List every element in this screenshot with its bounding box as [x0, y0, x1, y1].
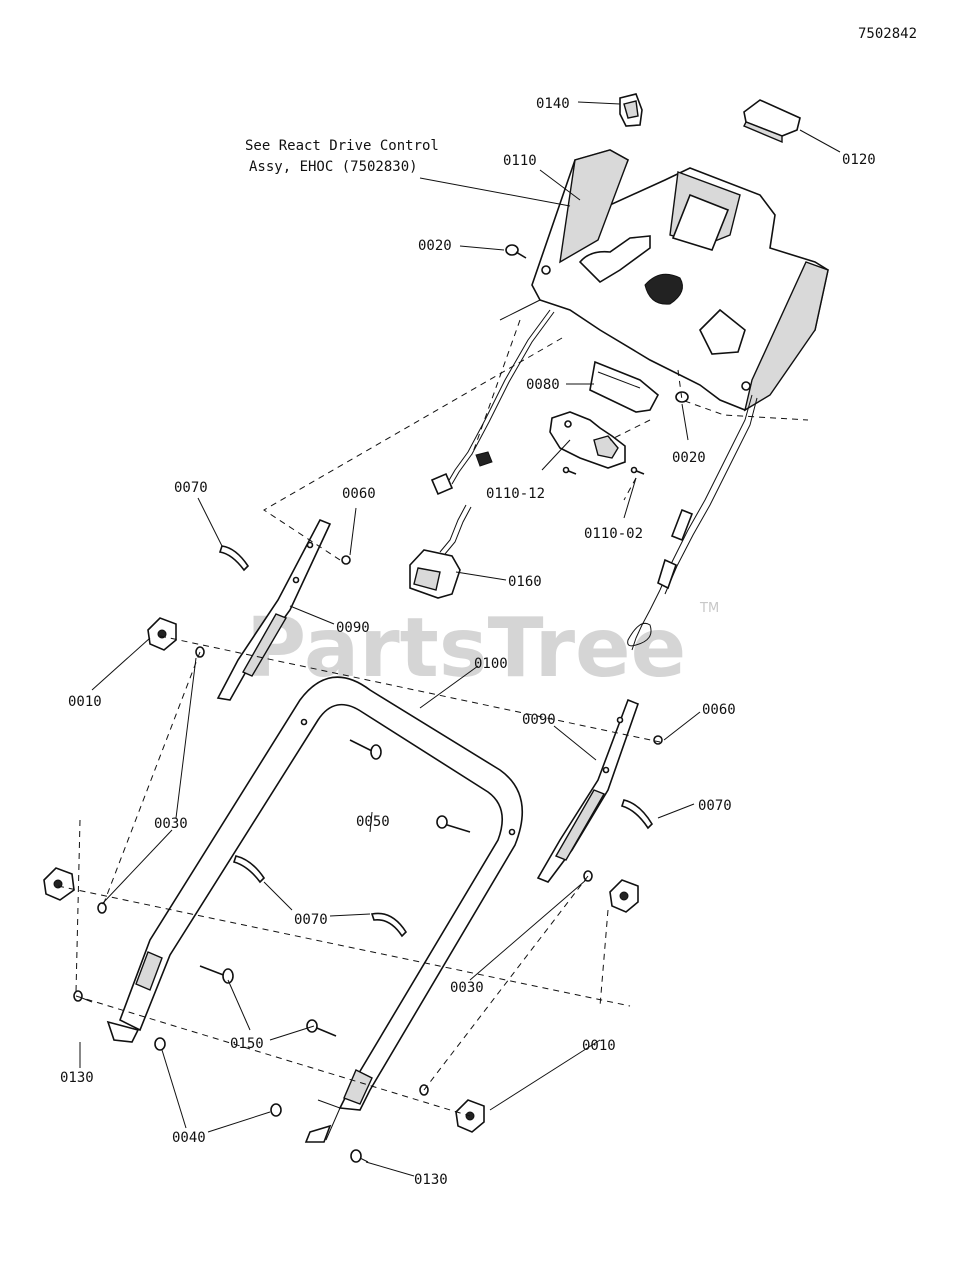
part-0130-screw-left[interactable] [73, 990, 93, 1003]
part-0140-clip[interactable] [619, 93, 643, 127]
part-0020-screw-top[interactable] [505, 244, 527, 259]
part-0040-nut-left[interactable] [154, 1037, 166, 1051]
label-0110-12[interactable]: 0110-12 [486, 486, 545, 502]
label-0010-left[interactable]: 0010 [68, 694, 102, 710]
part-0110-12-switch[interactable] [549, 411, 626, 469]
part-0070-clip-lower-left[interactable] [232, 855, 266, 884]
part-0130-screw-bottom[interactable] [350, 1149, 369, 1163]
part-0060-nut-left[interactable] [341, 555, 351, 565]
wire-harness[interactable] [430, 309, 555, 496]
control-cable[interactable] [627, 394, 758, 651]
label-0020-right[interactable]: 0020 [672, 450, 706, 466]
watermark-trademark: TM [699, 601, 719, 616]
label-0110-02[interactable]: 0110-02 [584, 526, 643, 542]
watermark: PartsTree [246, 601, 686, 696]
label-0050[interactable]: 0050 [356, 814, 390, 830]
reference-note-line1: See React Drive Control [245, 138, 439, 154]
part-0060-nut-right[interactable] [653, 735, 663, 745]
part-0070-clip-right[interactable] [620, 799, 654, 830]
label-0070-lower[interactable]: 0070 [294, 912, 328, 928]
label-0060-left[interactable]: 0060 [342, 486, 376, 502]
label-0030-left[interactable]: 0030 [154, 816, 188, 832]
label-0120[interactable]: 0120 [842, 152, 876, 168]
leader-lines [79, 101, 841, 1177]
label-0140[interactable]: 0140 [536, 96, 570, 112]
part-0080-plate[interactable] [589, 360, 660, 413]
label-0090-right[interactable]: 0090 [522, 712, 556, 728]
part-0050-bolt[interactable] [436, 815, 471, 833]
diagram-id: 7502842 [858, 26, 917, 42]
part-0010-knob-right[interactable] [609, 879, 639, 913]
label-0070-top[interactable]: 0070 [174, 480, 208, 496]
label-0110[interactable]: 0110 [503, 153, 537, 169]
label-0040[interactable]: 0040 [172, 1130, 206, 1146]
part-0010-knob-top-left[interactable] [147, 617, 177, 651]
part-0090-bracket-right[interactable] [536, 698, 640, 883]
label-0130-bottom[interactable]: 0130 [414, 1172, 448, 1188]
part-0040-nut-right[interactable] [270, 1103, 282, 1117]
control-panel-console[interactable] [499, 149, 829, 412]
part-0100-lower-handle[interactable] [106, 676, 523, 1143]
label-0060-right[interactable]: 0060 [702, 702, 736, 718]
part-0100-bolt-upper[interactable] [349, 739, 382, 760]
part-0010-knob-mid-left[interactable] [43, 867, 75, 901]
part-0030-washer-left-bottom[interactable] [97, 902, 107, 914]
part-0070-clip-top[interactable] [218, 545, 250, 572]
label-0090-left[interactable]: 0090 [336, 620, 370, 636]
label-0020-top[interactable]: 0020 [418, 238, 452, 254]
label-0010-right[interactable]: 0010 [582, 1038, 616, 1054]
part-0070-clip-lower-right[interactable] [370, 912, 408, 938]
label-0130-left[interactable]: 0130 [60, 1070, 94, 1086]
label-0070-right[interactable]: 0070 [698, 798, 732, 814]
part-0160-module[interactable] [409, 504, 472, 599]
part-0150-bolt-lower-right[interactable] [306, 1019, 337, 1037]
label-0080[interactable]: 0080 [526, 377, 560, 393]
label-0150[interactable]: 0150 [230, 1036, 264, 1052]
part-0110-02-screws[interactable] [562, 466, 645, 475]
assembly-lines [57, 319, 809, 1117]
label-0030-right[interactable]: 0030 [450, 980, 484, 996]
part-labels: 0140 0120 0110 0020 0080 0020 0110-12 01… [60, 96, 876, 1188]
part-0150-bolt-lower-left[interactable] [199, 965, 234, 984]
label-0100[interactable]: 0100 [474, 656, 508, 672]
part-0090-bracket-left[interactable] [216, 518, 332, 701]
label-0160[interactable]: 0160 [508, 574, 542, 590]
part-0120-cover[interactable] [743, 99, 801, 144]
reference-note-line2: Assy, EHOC (7502830) [249, 159, 418, 175]
